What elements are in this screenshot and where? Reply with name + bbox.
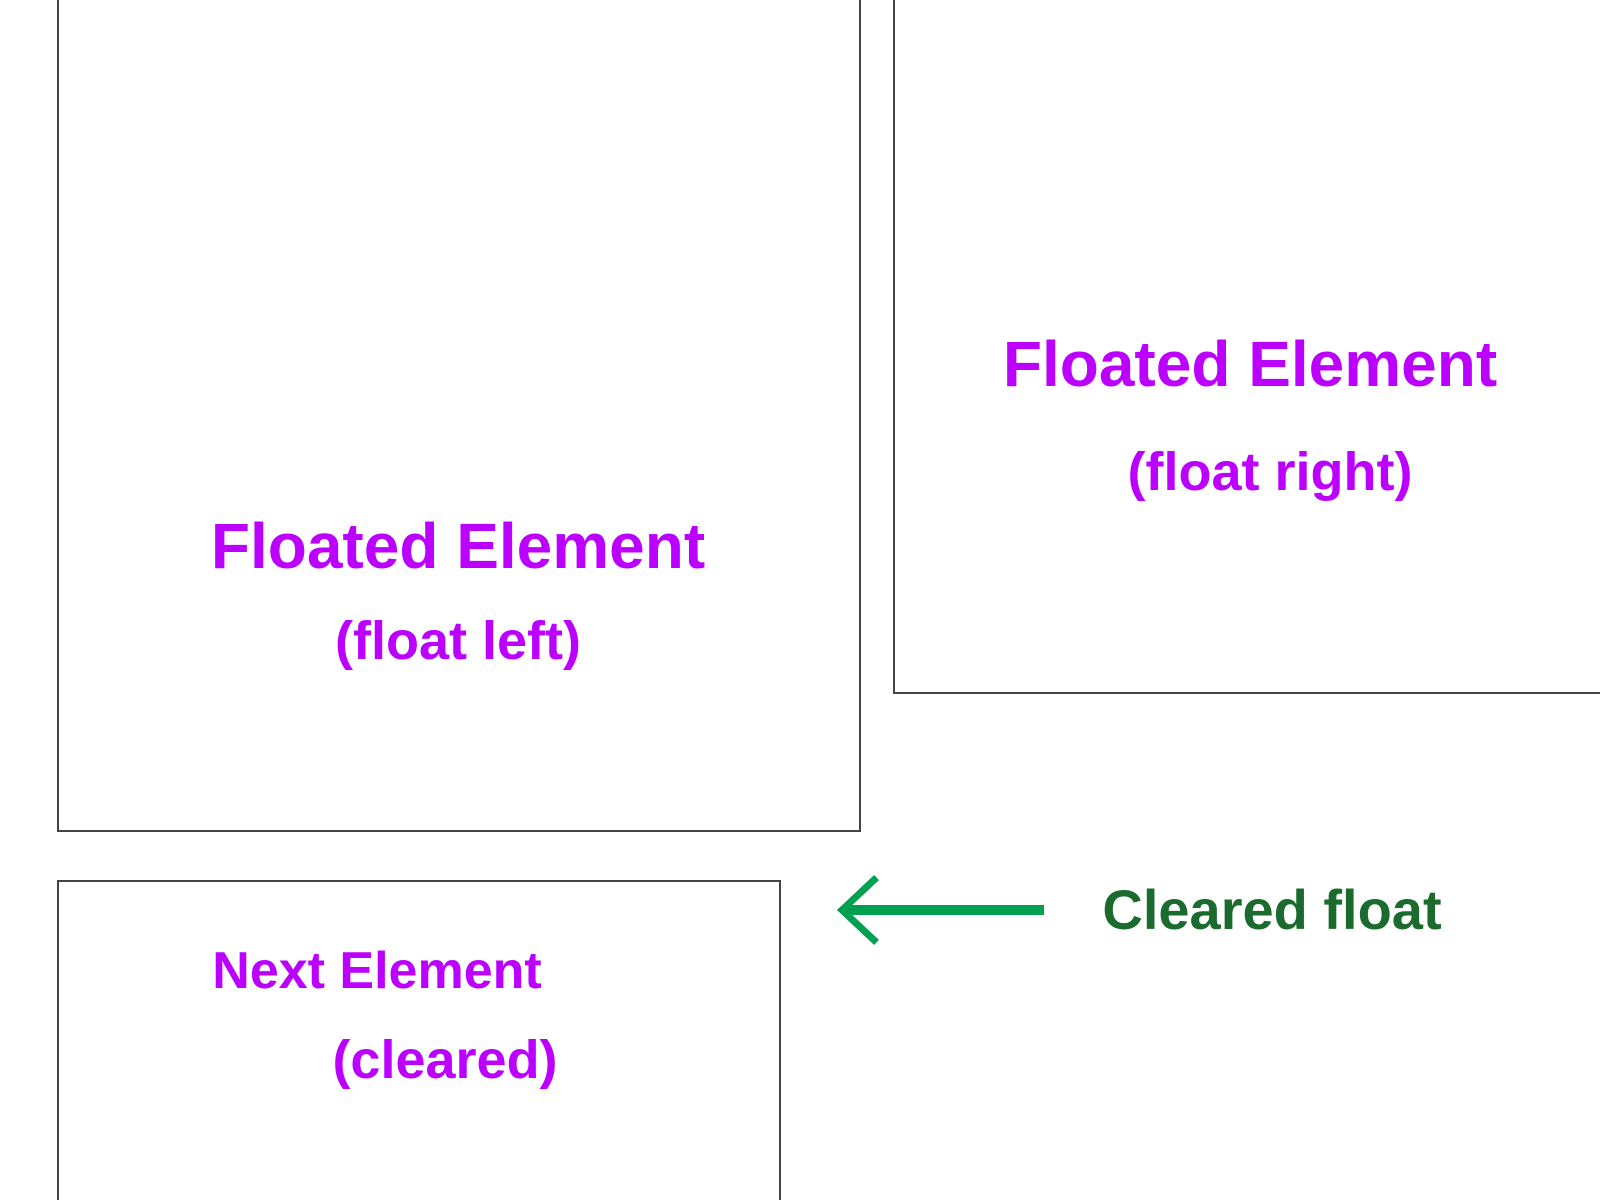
arrow-head <box>836 875 879 945</box>
next-element-box <box>57 880 781 1200</box>
arrow-left-icon <box>836 875 1044 945</box>
next-element-subtitle: (cleared) <box>332 1030 558 1090</box>
float-left-box <box>57 0 861 832</box>
float-left-subtitle: (float left) <box>335 611 581 671</box>
next-element-title: Next Element <box>212 942 542 1000</box>
float-left-title: Floated Element <box>210 510 706 582</box>
float-right-box <box>893 0 1600 694</box>
float-right-subtitle: (float right) <box>1127 442 1413 502</box>
cleared-float-label: Cleared float <box>1102 878 1442 941</box>
float-right-title: Floated Element <box>1002 328 1498 400</box>
